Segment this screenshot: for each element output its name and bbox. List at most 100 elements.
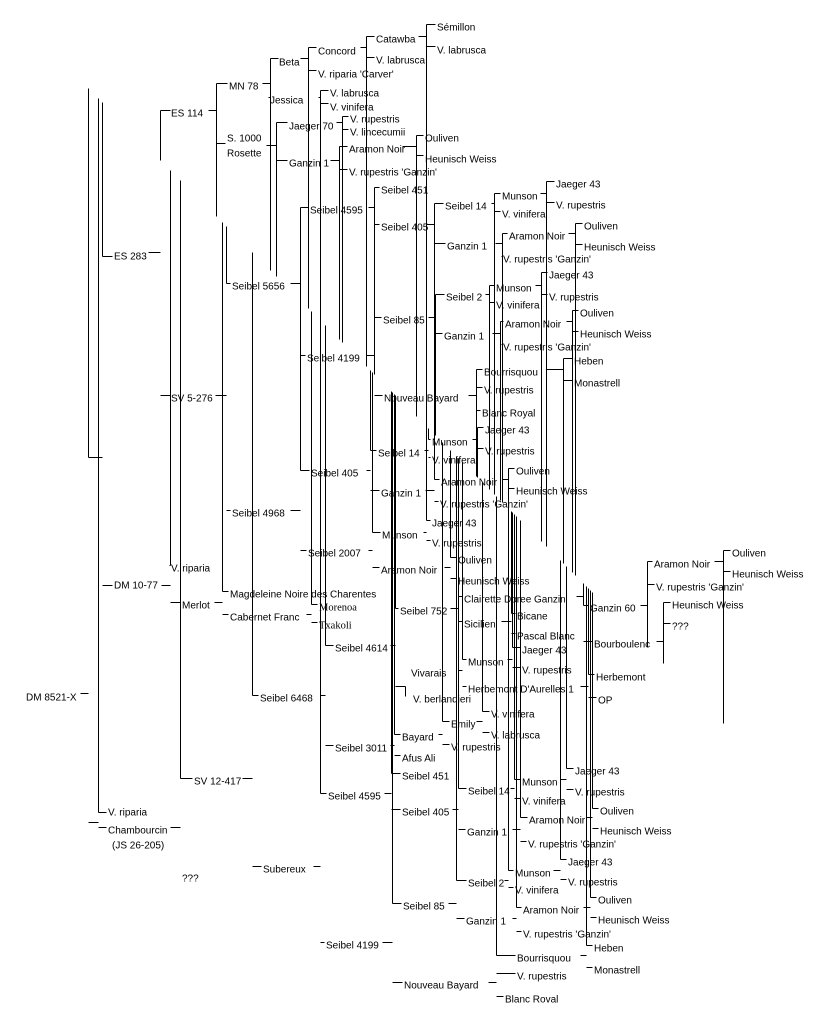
pedigree-node-label: SV 5-276 [171, 394, 213, 405]
pedigree-node-label: Aramon Noir [349, 145, 406, 156]
pedigree-node-label: Seibel 4614 [335, 644, 388, 655]
pedigree-node-label: Seibel 4595 [310, 206, 363, 217]
pedigree-node-label: Jaeger 43 [556, 180, 601, 191]
pedigree-node-label: Morenoa [319, 603, 357, 614]
pedigree-node-label: Clairette Doree Ganzin [464, 595, 566, 606]
pedigree-node-label: V. rupestris 'Ganzin' [528, 840, 616, 851]
pedigree-node-label: Sémillon [437, 23, 475, 34]
pedigree-node-label: Sicilien [464, 620, 496, 631]
pedigree-node-label: Seibel 85 [403, 902, 445, 913]
pedigree-node-label: ES 114 [171, 109, 203, 120]
pedigree-node-label: V. rupestris [432, 539, 482, 550]
pedigree-node-label: Ganzin 1 [447, 242, 487, 253]
pedigree-node-label: Seibel 451 [402, 772, 450, 783]
pedigree-node-label: Seibel 752 [400, 607, 448, 618]
pedigree-node-label: Heunisch Weiss [584, 243, 656, 254]
pedigree-node-label: Ouliven [458, 556, 492, 567]
pedigree-node-label: Vivarais [411, 669, 446, 680]
pedigree-node-label: Jaeger 43 [575, 767, 620, 778]
pedigree-node-label: V. rupestris [485, 447, 535, 458]
pedigree-node-label: Bourboulenc [594, 640, 650, 651]
pedigree-node-label: Ouliven [580, 309, 614, 320]
pedigree-node-label: Heunisch Weiss [516, 487, 588, 498]
pedigree-node-label: Aramon Noir [381, 566, 438, 577]
pedigree-node-label: Seibel 14 [445, 202, 487, 213]
pedigree-node-label: V. vinifera [502, 210, 546, 221]
pedigree-node-label: Seibel 85 [383, 316, 425, 327]
pedigree-node-label: Aramon Noir [509, 232, 566, 243]
pedigree-node-label: Seibel 4199 [307, 354, 360, 365]
pedigree-node-label: Seibel 2 [446, 293, 483, 304]
pedigree-node-label: Seibel 6468 [260, 694, 313, 705]
pedigree-node-label: Blanc Roval [505, 995, 558, 1006]
pedigree-node-label: Ouliven [425, 134, 459, 145]
pedigree-node-label: Seibel 405 [311, 469, 359, 480]
pedigree-node-label: Herbemont [596, 673, 646, 684]
pedigree-node-label: Ganzin 60 [590, 604, 636, 615]
pedigree-node-label: Pascal Blanc [517, 632, 575, 643]
pedigree-node-label: Jaeger 43 [485, 426, 530, 437]
pedigree-node-label: Heben [594, 944, 623, 955]
pedigree-node-label: DM 10-77 [114, 581, 158, 592]
pedigree-node-label: V. rupestris [350, 115, 400, 126]
pedigree-node-label: ??? [672, 622, 689, 633]
pedigree-node-label: Ganzin 1 [289, 159, 329, 170]
pedigree-node-label: DM 8521-X [26, 693, 77, 704]
pedigree-node-label: Aramon Noir [529, 816, 586, 827]
pedigree-node-label: V. rupestris [522, 666, 572, 677]
pedigree-node-label: Heunisch Weiss [425, 155, 497, 166]
pedigree-node-label: Seibel 14 [468, 787, 510, 798]
pedigree-node-label: Cabernet Franc [230, 613, 299, 624]
pedigree-node-label: V. lincecumii [350, 128, 405, 139]
pedigree-node-label: V. rupestris 'Ganzin' [503, 255, 591, 266]
pedigree-node-label: Bourrisquou [484, 368, 538, 379]
pedigree-node-label: S. 1000 [227, 134, 262, 145]
pedigree-node-label: Ouliven [600, 807, 634, 818]
pedigree-node-label: V. rupestris [568, 878, 618, 889]
pedigree-node-label: ES 283 [114, 252, 147, 263]
pedigree-node-label: ??? [182, 874, 199, 885]
pedigree-node-label: V. rupestris [451, 743, 501, 754]
pedigree-node-label: Aramon Noir [505, 320, 562, 331]
pedigree-node-label: V. berlandieri [413, 695, 471, 706]
pedigree-node-label: Aramon Noir [523, 906, 580, 917]
pedigree-node-label: Seibel 3011 [335, 744, 388, 755]
pedigree-node-label: V. riparia [171, 564, 211, 575]
pedigree-node-label: Blanc Royal [482, 409, 535, 420]
pedigree-node-label: Jaeger 70 [289, 122, 334, 133]
pedigree-node-label: Catawba [376, 35, 416, 46]
pedigree-node-label: V. labrusca [330, 89, 380, 100]
pedigree-node-label: Monastrell [574, 379, 620, 390]
pedigree-node-label: V. vinifera [522, 797, 566, 808]
pedigree-node-label: Ouliven [732, 549, 766, 560]
pedigree-node-label: Herbemont D'Aurelles 1 [468, 685, 574, 696]
pedigree-node-label: Heunisch Weiss [600, 827, 672, 838]
pedigree-node-label: (JS 26-205) [112, 841, 164, 852]
pedigree-node-label: Aramon Noir [654, 560, 711, 571]
pedigree-node-label: Monastrell [594, 966, 640, 977]
pedigree-node-label: Seibel 14 [378, 449, 420, 460]
pedigree-node-label: Seibel 2007 [308, 549, 361, 560]
pedigree-node-label: V. rupestris 'Ganzin' [440, 500, 528, 511]
pedigree-node-label: Afus Ali [402, 754, 435, 765]
pedigree-node-label: Jaeger 43 [568, 858, 613, 869]
pedigree-node-label: Concord [318, 47, 356, 58]
pedigree-node-label: V. rupestris 'Ganzin' [656, 583, 744, 594]
pedigree-node-label: Munson [522, 778, 558, 789]
pedigree-node-label: Seibel 2 [468, 879, 505, 890]
pedigree-node-label: Munson [382, 531, 418, 542]
pedigree-node-label: V. rupestris [517, 972, 567, 983]
pedigree-node-label: Munson [468, 658, 504, 669]
pedigree-node-label: V. vinifera [432, 456, 476, 467]
pedigree-node-label: V. rupestris 'Ganzin' [503, 343, 591, 354]
pedigree-node-label: V. vinifera [330, 103, 374, 114]
pedigree-node-label: Merlot [182, 601, 210, 612]
pedigree-node-label: Txakoli [319, 621, 352, 632]
pedigree-node-label: Nouveau Bayard [384, 394, 459, 405]
pedigree-node-label: Rosette [227, 149, 262, 160]
pedigree-node-label: Ouliven [598, 896, 632, 907]
pedigree-node-label: Jaeger 43 [432, 519, 477, 530]
pedigree-node-label: Ganzin 1 [381, 489, 421, 500]
pedigree-node-label: Seibel 451 [381, 186, 429, 197]
